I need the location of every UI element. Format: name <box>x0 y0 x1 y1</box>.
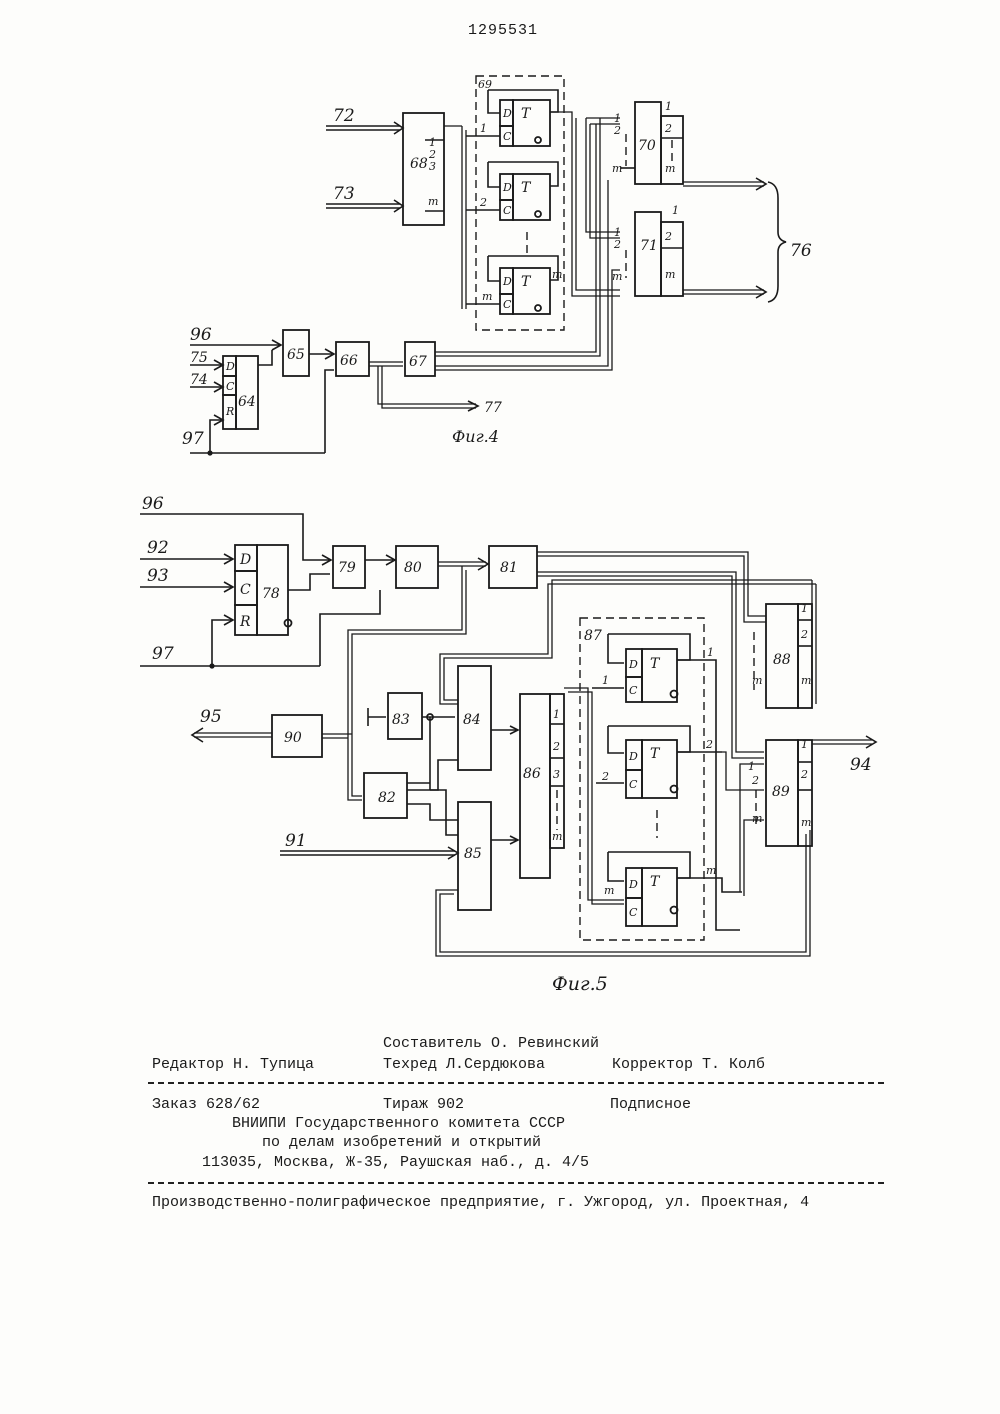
svg-text:82: 82 <box>378 790 396 806</box>
svg-text:1: 1 <box>748 760 755 773</box>
svg-text:D: D <box>628 750 638 763</box>
svg-text:1: 1 <box>707 646 714 659</box>
figure-5-diagram: D C R 78 96 92 93 97 79 80 81 88 1 2 m m <box>0 0 1000 1010</box>
signal-97-fig5: 97 <box>152 644 174 664</box>
signal-91: 91 <box>285 831 307 851</box>
order-line: Заказ 628/62 <box>152 1096 260 1113</box>
signal-92: 92 <box>147 538 169 558</box>
svg-text:T: T <box>650 656 661 672</box>
svg-text:85: 85 <box>464 846 482 862</box>
org-line-2: по делам изобретений и открытий <box>262 1134 541 1151</box>
svg-text:C: C <box>240 582 251 598</box>
svg-text:2: 2 <box>800 768 808 781</box>
svg-text:2: 2 <box>705 738 713 751</box>
svg-text:80: 80 <box>404 560 422 576</box>
svg-text:2: 2 <box>601 770 609 783</box>
corrector-line: Корректор Т. Колб <box>612 1056 765 1073</box>
figure-5-caption: Фиг.5 <box>552 973 608 995</box>
footer-divider-2 <box>148 1182 884 1184</box>
signal-95: 95 <box>200 707 222 727</box>
svg-text:1: 1 <box>801 602 808 615</box>
svg-text:84: 84 <box>463 712 481 728</box>
group-87-label: 87 <box>584 628 602 644</box>
svg-text:m: m <box>706 864 716 877</box>
svg-text:m: m <box>752 812 762 825</box>
svg-text:m: m <box>801 816 811 829</box>
svg-text:C: C <box>629 906 638 919</box>
svg-text:2: 2 <box>800 628 808 641</box>
svg-text:1: 1 <box>602 674 609 687</box>
techred-line: Техред Л.Сердюкова <box>383 1056 545 1073</box>
block-86 <box>520 694 550 878</box>
svg-text:C: C <box>629 684 638 697</box>
svg-text:m: m <box>604 884 614 897</box>
signal-93: 93 <box>147 566 169 586</box>
svg-text:81: 81 <box>500 560 518 576</box>
svg-text:88: 88 <box>773 652 791 668</box>
svg-text:78: 78 <box>262 586 280 602</box>
svg-text:90: 90 <box>284 730 302 746</box>
svg-text:89: 89 <box>772 784 790 800</box>
editor-line: Редактор Н. Тупица <box>152 1056 314 1073</box>
svg-text:m: m <box>752 674 762 687</box>
composer-line: Составитель О. Ревинский <box>383 1035 599 1052</box>
svg-text:D: D <box>239 552 251 568</box>
svg-text:2: 2 <box>552 740 560 753</box>
printer-line: Производственно-полиграфическое предприя… <box>152 1194 809 1211</box>
svg-text:T: T <box>650 874 661 890</box>
svg-text:2: 2 <box>751 774 759 787</box>
svg-text:1: 1 <box>801 738 808 751</box>
svg-text:C: C <box>629 778 638 791</box>
svg-text:D: D <box>628 658 638 671</box>
circulation-line: Тираж 902 <box>383 1096 464 1113</box>
org-address: 113035, Москва, Ж-35, Раушская наб., д. … <box>202 1154 589 1171</box>
svg-text:86: 86 <box>523 766 541 782</box>
svg-text:D: D <box>628 878 638 891</box>
signal-94: 94 <box>850 755 872 775</box>
svg-text:3: 3 <box>553 768 560 781</box>
svg-text:79: 79 <box>338 560 356 576</box>
footer-divider-1 <box>148 1082 884 1084</box>
org-line-1: ВНИИПИ Государственного комитета СССР <box>232 1115 565 1132</box>
svg-text:m: m <box>801 674 811 687</box>
signal-96-fig5: 96 <box>142 494 164 514</box>
svg-text:83: 83 <box>392 712 410 728</box>
svg-text:R: R <box>239 614 251 630</box>
subscription-line: Подписное <box>610 1096 691 1113</box>
svg-text:1: 1 <box>553 708 560 721</box>
svg-text:T: T <box>650 746 661 762</box>
svg-text:m: m <box>552 830 562 843</box>
